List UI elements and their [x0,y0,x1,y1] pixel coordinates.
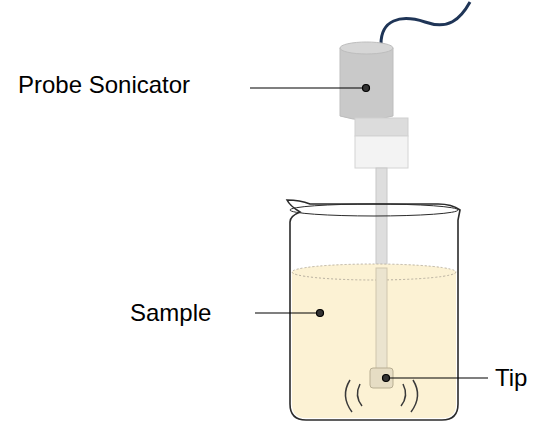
probe-tip [370,368,393,388]
sonicator-top [340,42,393,54]
probe-rod [376,168,387,370]
cable [381,2,470,44]
liquid-surface [292,264,456,280]
part-label: Tip [495,366,527,390]
sonicator-body [340,48,393,120]
sample-liquid [292,267,456,418]
leader-lines [250,85,488,382]
beaker-rim [290,204,458,216]
sound-waves [345,380,417,412]
collar-band [355,118,408,136]
beaker [287,200,460,420]
probe-rod-submerged [376,268,387,370]
part-label: Sample [130,301,211,325]
collar [355,136,408,168]
part-label: Probe Sonicator [18,73,190,97]
